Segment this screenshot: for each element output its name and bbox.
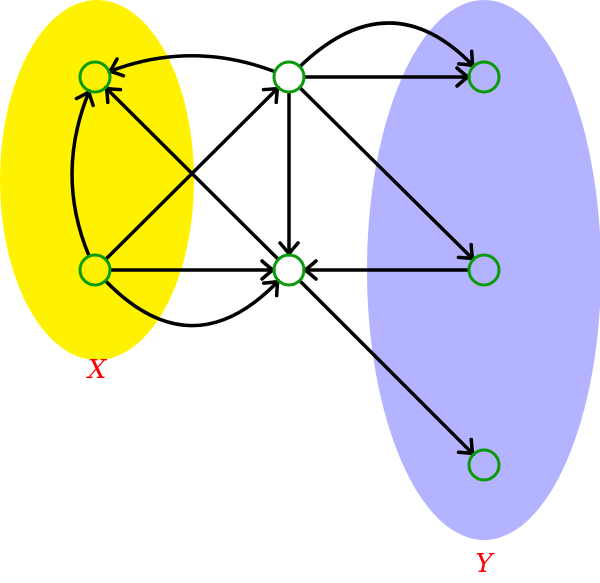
set-x-region bbox=[0, 0, 194, 360]
edge-line bbox=[298, 279, 474, 455]
node-a bbox=[78, 60, 112, 94]
edge-line bbox=[298, 21, 475, 68]
node-c bbox=[467, 60, 501, 94]
edge-line bbox=[105, 87, 280, 261]
node-e bbox=[272, 253, 306, 287]
edge-b-to-e bbox=[278, 92, 300, 258]
node-f bbox=[467, 253, 501, 287]
edge-line bbox=[70, 91, 91, 257]
edge-line bbox=[298, 86, 474, 260]
node-d bbox=[78, 253, 112, 287]
node-g bbox=[467, 448, 501, 482]
set-y-label: Y bbox=[475, 549, 495, 579]
edge-line bbox=[104, 279, 280, 328]
set-x-label: X bbox=[86, 355, 108, 385]
node-b bbox=[272, 60, 306, 94]
edge-line bbox=[109, 53, 276, 74]
